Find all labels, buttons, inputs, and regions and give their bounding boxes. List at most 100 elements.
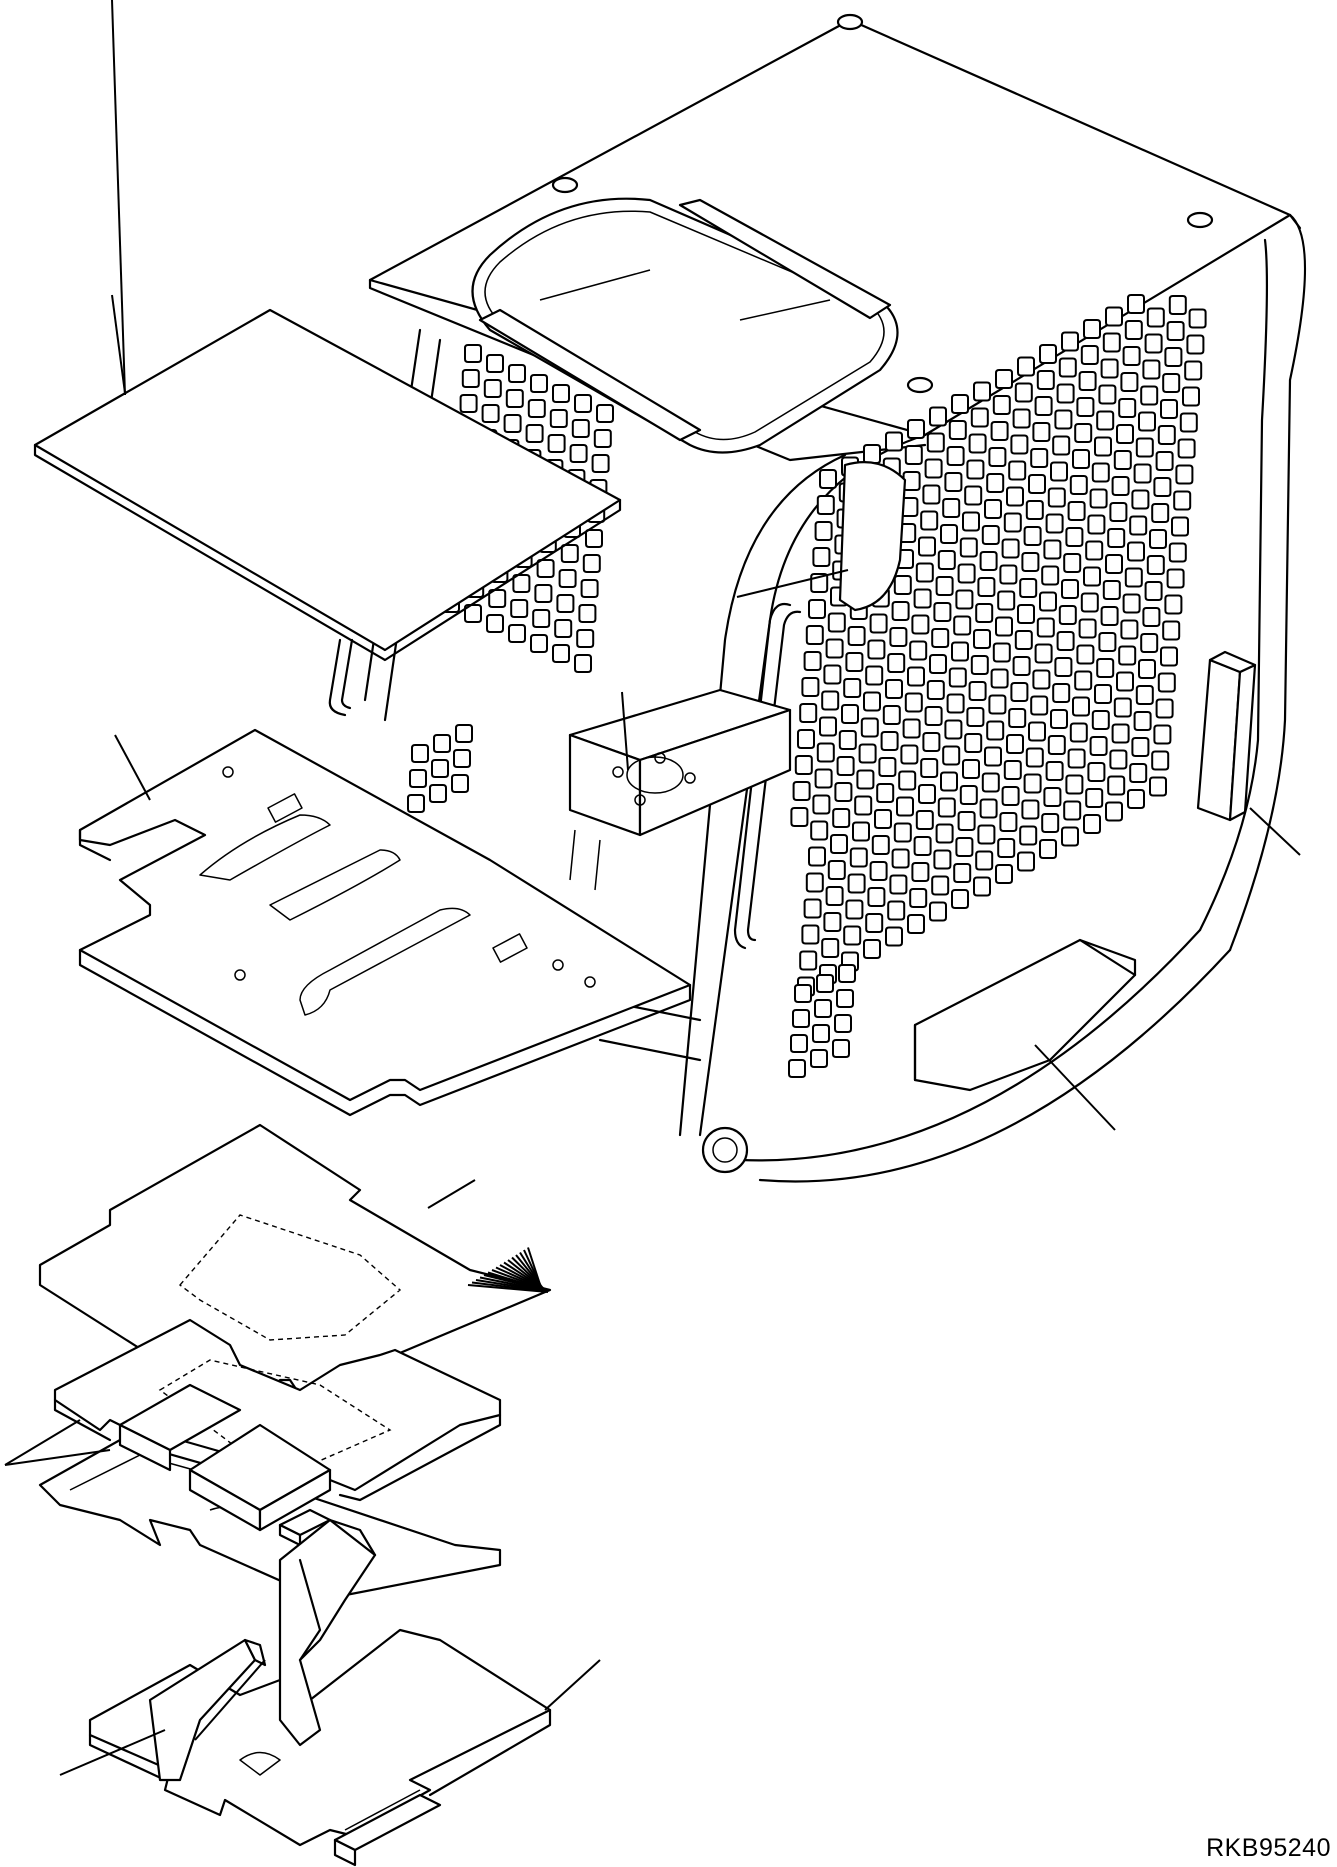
mesh-cell bbox=[560, 544, 579, 563]
mesh-cell bbox=[944, 719, 963, 740]
mesh-cell bbox=[1127, 294, 1145, 314]
mesh-cell bbox=[1142, 359, 1161, 380]
mesh-cell bbox=[1021, 799, 1040, 820]
mesh-cell bbox=[1074, 670, 1093, 691]
leader-line-7 bbox=[427, 1179, 476, 1209]
mesh-cell bbox=[1124, 320, 1143, 340]
mesh-cell bbox=[882, 705, 901, 725]
mesh-cell bbox=[915, 810, 934, 830]
mesh-cell bbox=[1080, 592, 1099, 613]
mesh-cell bbox=[1085, 540, 1104, 561]
mesh-cell bbox=[902, 718, 921, 739]
mesh-cell bbox=[1118, 645, 1137, 666]
mesh-cell bbox=[904, 445, 923, 465]
mesh-cell bbox=[962, 759, 980, 779]
mesh-cell bbox=[847, 873, 866, 894]
mesh-cell bbox=[814, 521, 833, 541]
mesh-cell bbox=[505, 389, 524, 408]
mesh-cell bbox=[455, 724, 473, 743]
mesh-cell bbox=[929, 406, 947, 427]
mesh-cell bbox=[964, 733, 983, 753]
mesh-cell bbox=[825, 638, 844, 659]
mesh-cell bbox=[946, 446, 965, 466]
mesh-cell bbox=[552, 644, 570, 663]
mesh-cell bbox=[808, 846, 826, 867]
mesh-cell bbox=[554, 619, 573, 638]
mesh-cell bbox=[1096, 410, 1115, 431]
mesh-cell bbox=[1076, 644, 1095, 665]
mesh-cell bbox=[896, 796, 914, 817]
mesh-cell bbox=[913, 588, 932, 609]
mesh-cell bbox=[885, 431, 903, 452]
mesh-cell bbox=[975, 603, 994, 623]
mesh-cell bbox=[865, 665, 884, 686]
mesh-cell bbox=[1052, 435, 1071, 456]
mesh-cell bbox=[959, 785, 978, 805]
mesh-cell bbox=[1023, 526, 1042, 546]
mesh-cell bbox=[1186, 334, 1205, 355]
mesh-cell bbox=[1017, 851, 1035, 872]
mesh-cell bbox=[1113, 697, 1132, 718]
mesh-cell bbox=[887, 653, 906, 673]
mesh-cell bbox=[1058, 357, 1077, 378]
mesh-cell bbox=[1058, 605, 1077, 625]
mesh-cell bbox=[569, 444, 588, 463]
mesh-cell bbox=[1045, 761, 1064, 781]
mesh-cell bbox=[1118, 398, 1137, 418]
mesh-cell bbox=[1039, 839, 1057, 859]
mesh-cell bbox=[1153, 724, 1172, 745]
mesh-cell bbox=[825, 886, 844, 906]
mesh-cell bbox=[1061, 579, 1079, 599]
mesh-cell bbox=[1036, 617, 1055, 638]
mesh-cell bbox=[893, 575, 912, 595]
mesh-cell bbox=[1184, 360, 1203, 381]
leader-line-11 bbox=[194, 1659, 266, 1741]
mesh-cell bbox=[1113, 450, 1132, 470]
mesh-cell bbox=[918, 536, 936, 557]
mesh-cell bbox=[885, 926, 903, 947]
mesh-cell bbox=[834, 782, 853, 802]
mesh-cell bbox=[951, 641, 969, 662]
mesh-cell bbox=[534, 584, 553, 603]
center-block-stack bbox=[118, 1383, 332, 1547]
mesh-cell bbox=[596, 404, 614, 423]
mesh-cell bbox=[1028, 474, 1046, 494]
mesh-cell bbox=[999, 812, 1018, 832]
mesh-cell bbox=[973, 876, 991, 897]
mesh-cell bbox=[1039, 344, 1057, 364]
mesh-cell bbox=[1105, 801, 1123, 822]
mesh-cell bbox=[1177, 438, 1196, 459]
floor-plate bbox=[78, 728, 692, 1117]
mesh-cell bbox=[911, 862, 930, 882]
mesh-cell bbox=[488, 589, 507, 608]
mesh-cell bbox=[995, 369, 1013, 389]
mesh-cell bbox=[814, 999, 832, 1018]
mesh-cell bbox=[834, 1014, 852, 1033]
mesh-cell bbox=[1179, 412, 1198, 433]
mesh-cell bbox=[1019, 825, 1038, 846]
mesh-cell bbox=[911, 614, 930, 635]
mesh-cell bbox=[1030, 448, 1049, 468]
mesh-cell bbox=[816, 974, 834, 993]
mesh-cell bbox=[1083, 814, 1101, 834]
mesh-cell bbox=[1063, 553, 1082, 573]
roof-liner-panel bbox=[33, 0, 622, 662]
mesh-cell bbox=[898, 770, 917, 791]
mesh-cell bbox=[922, 484, 941, 505]
mesh-cell bbox=[981, 772, 1000, 793]
mesh-cell bbox=[1045, 513, 1064, 534]
mesh-cell bbox=[1151, 503, 1170, 523]
mesh-cell bbox=[968, 433, 987, 454]
mesh-cell bbox=[902, 471, 921, 491]
mesh-cell bbox=[992, 395, 1011, 415]
mesh-cell bbox=[1140, 633, 1159, 653]
mesh-cell bbox=[904, 692, 923, 713]
mesh-cell bbox=[1166, 568, 1185, 589]
mesh-cell bbox=[922, 732, 941, 752]
mesh-cell bbox=[1072, 449, 1090, 469]
mesh-cell bbox=[926, 432, 945, 453]
mesh-cell bbox=[1144, 581, 1163, 601]
mesh-cell bbox=[1157, 425, 1176, 445]
